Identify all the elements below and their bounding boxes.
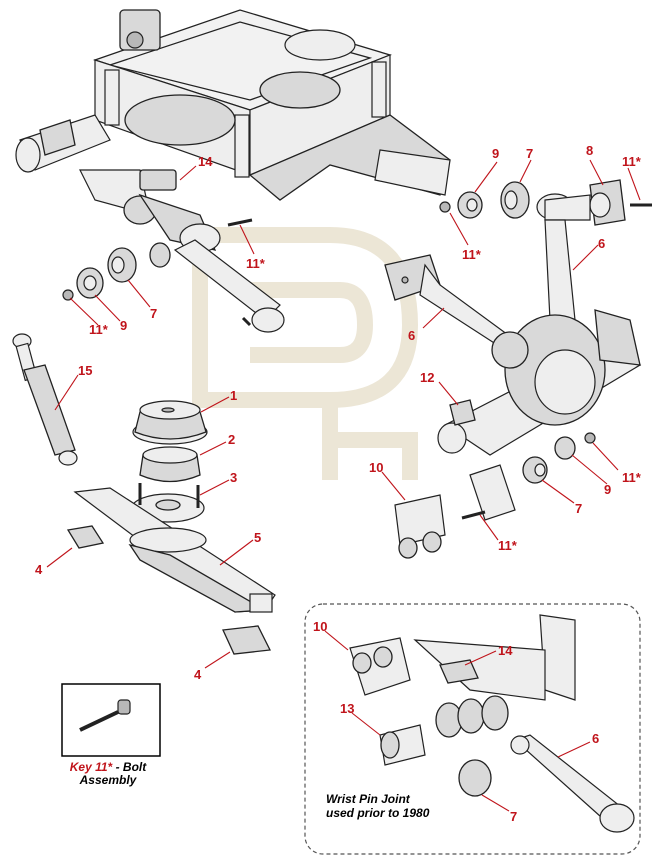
- callout-5: 5: [254, 530, 261, 545]
- inset-caption-line2: used prior to 1980: [326, 806, 430, 820]
- callout-7-top: 7: [526, 146, 533, 161]
- lower-bracket: [461, 464, 516, 521]
- inset-caption-line1: Wrist Pin Joint: [326, 792, 410, 806]
- wrist-pin-inset: [304, 603, 641, 855]
- callout-1: 1: [230, 388, 237, 403]
- callout-7-right: 7: [575, 501, 582, 516]
- key-caption: Key 11* - Bolt Assembly: [56, 761, 160, 787]
- callout-8: 8: [586, 143, 593, 158]
- key-desc: - Bolt: [112, 760, 147, 774]
- v-rod-upper: [536, 193, 591, 321]
- air-spring-assembly: [131, 400, 208, 523]
- callout-9-top: 9: [492, 146, 499, 161]
- key-box: [61, 683, 161, 757]
- right-lower-bushings: [522, 432, 596, 484]
- callout-6-upper: 6: [598, 236, 605, 251]
- shock-absorber: [12, 333, 78, 466]
- callout-13: 13: [340, 701, 354, 716]
- bracket-8: [589, 179, 652, 226]
- chassis-frame: [15, 9, 451, 253]
- callout-14-top: 14: [198, 154, 213, 169]
- callout-3: 3: [230, 470, 237, 485]
- callout-leaders: [46, 159, 641, 812]
- left-lower-link: [149, 218, 285, 333]
- callout-7-inset: 7: [510, 809, 517, 824]
- wear-pad-lower: [222, 625, 271, 655]
- axle-housing: [437, 309, 642, 456]
- callout-7-left: 7: [150, 306, 157, 321]
- callout-11-topright: 11*: [622, 154, 642, 169]
- callout-2: 2: [228, 432, 235, 447]
- trailing-arm: [73, 487, 276, 613]
- callout-10-inset: 10: [313, 619, 327, 634]
- upper-link-left: [384, 254, 516, 351]
- callout-10-mid: 10: [369, 460, 383, 475]
- bracket-10: [394, 494, 446, 559]
- callout-4-lower: 4: [194, 667, 202, 682]
- callout-15: 15: [78, 363, 92, 378]
- key-desc-2: Assembly: [79, 773, 137, 787]
- inset-caption: Wrist Pin Joint used prior to 1980: [326, 792, 506, 820]
- left-bushings: [62, 247, 137, 301]
- right-top-bushings: [439, 181, 530, 219]
- key-label: Key 11*: [69, 760, 113, 774]
- wear-pad-upper: [66, 525, 105, 549]
- watermark-logo: [192, 227, 419, 480]
- callout-11-topmid: 11*: [462, 247, 482, 262]
- callout-4-upper: 4: [35, 562, 43, 577]
- callout-11-mid: 11*: [246, 256, 266, 271]
- callout-9-right: 9: [604, 482, 611, 497]
- callout-11-left: 11*: [89, 322, 109, 337]
- callout-6-left: 6: [408, 328, 415, 343]
- callout-11-lower: 11*: [498, 538, 518, 553]
- callout-6-inset: 6: [592, 731, 599, 746]
- callout-9-left: 9: [120, 318, 127, 333]
- callout-12: 12: [420, 370, 434, 385]
- callout-11-right: 11*: [622, 470, 642, 485]
- callout-14-inset: 14: [498, 643, 513, 658]
